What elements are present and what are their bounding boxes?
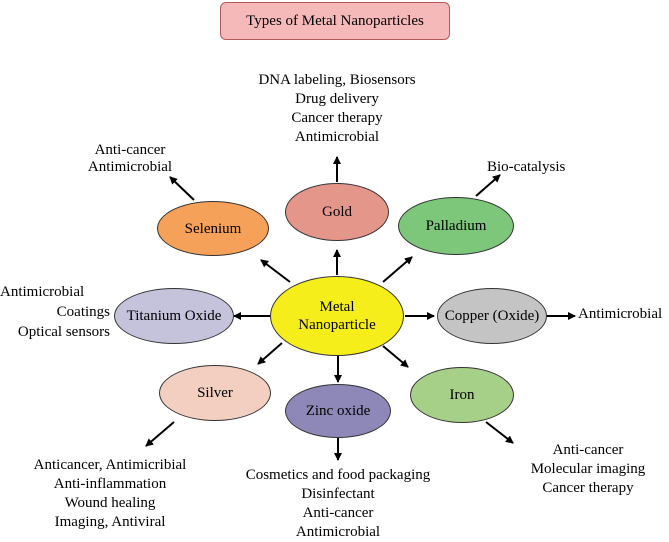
arrow-selenium-to-uses (169, 176, 195, 201)
selenium-use: Anti-cancer (94, 142, 166, 158)
node-titanium-oxide: Titanium Oxide (114, 288, 234, 344)
titanium-use: Optical sensors (17, 324, 110, 340)
selenium-uses: Anti-cancer Antimicrobial (70, 142, 190, 176)
titanium-use: Coatings (56, 304, 110, 320)
zinc-oxide-uses: Cosmetics and food packaging Disinfectan… (222, 466, 454, 542)
silver-use: Wound healing (64, 495, 156, 511)
node-zinc-oxide: Zinc oxide (285, 384, 391, 438)
diagram-title: Types of Metal Nanoparticles (220, 2, 450, 40)
zinc-use: Antimicrobial (295, 524, 381, 540)
silver-use: Anti-inflammation (53, 476, 167, 492)
copper-use: Antimicrobial (578, 306, 663, 322)
gold-use: Cancer therapy (291, 110, 383, 126)
gold-use: Antimicrobial (294, 129, 380, 145)
silver-uses: Anticancer, Antimicribial Anti-inflammat… (10, 456, 210, 532)
arrow-silver-to-uses (145, 421, 175, 447)
center-label-line2: Nanoparticle (298, 317, 376, 333)
node-selenium: Selenium (157, 201, 269, 256)
iron-use: Anti-cancer (552, 442, 624, 458)
gold-use: Drug delivery (295, 91, 379, 107)
arrow-center-to-selenium (260, 259, 291, 283)
node-gold: Gold (285, 183, 389, 241)
iron-use: Cancer therapy (542, 480, 634, 496)
zinc-use: Cosmetics and food packaging (245, 467, 431, 483)
iron-use: Molecular imaging (530, 461, 646, 477)
arrow-center-to-silver (257, 342, 283, 365)
palladium-use: Bio-catalysis (487, 159, 566, 175)
arrow-palladium-to-uses (475, 174, 501, 197)
node-copper-oxide: Copper (Oxide) (437, 288, 547, 344)
center-node-metal-nanoparticle: Metal Nanoparticle (270, 276, 404, 356)
silver-use: Imaging, Antiviral (54, 514, 166, 530)
arrow-center-to-iron (382, 345, 409, 368)
node-silver: Silver (159, 365, 271, 421)
zinc-use: Anti-cancer (302, 505, 374, 521)
silver-use: Anticancer, Antimicribial (33, 457, 187, 473)
titanium-use: Antimicrobial (0, 284, 85, 300)
iron-uses: Anti-cancer Molecular imaging Cancer the… (518, 441, 658, 498)
center-label-line1: Metal (319, 299, 355, 315)
node-palladium: Palladium (398, 197, 514, 255)
palladium-uses: Bio-catalysis (487, 158, 565, 177)
zinc-use: Disinfectant (301, 486, 375, 502)
selenium-use: Antimicrobial (87, 159, 173, 175)
arrow-iron-to-uses (485, 421, 514, 444)
arrow-center-to-palladium (382, 256, 413, 283)
node-iron: Iron (410, 367, 514, 423)
titanium-oxide-uses: Antimicrobial Coatings Optical sensors (0, 282, 110, 342)
gold-uses: DNA labeling, Biosensors Drug delivery C… (237, 71, 437, 147)
copper-oxide-uses: Antimicrobial (578, 305, 662, 324)
gold-use: DNA labeling, Biosensors (258, 72, 416, 88)
